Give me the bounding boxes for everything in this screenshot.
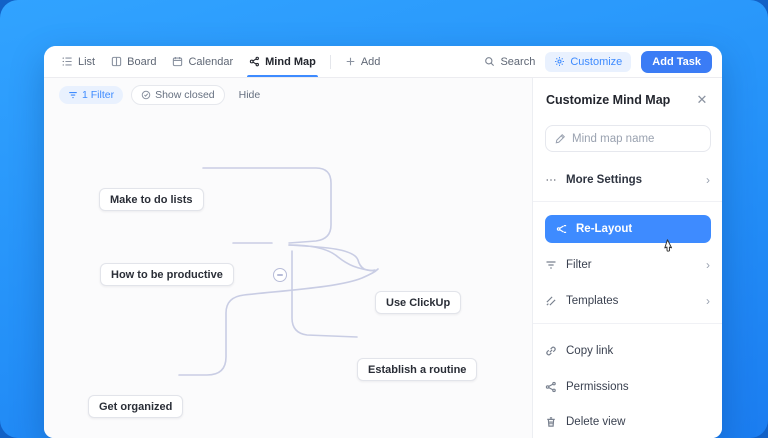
search-button[interactable]: Search [484,56,535,68]
hide-button[interactable]: Hide [238,89,261,101]
add-view-label: Add [360,55,381,68]
collapse-node-toggle[interactable] [273,268,287,282]
filter-item-label: Filter [566,259,592,271]
copy-link-item[interactable]: Copy link [545,342,710,360]
chevron-right-icon: › [706,294,710,308]
chevron-right-icon: › [706,173,710,187]
mind-map-name-field-wrap [545,125,711,152]
filter-icon [69,91,77,99]
link-icon [546,346,556,356]
list-icon [62,57,72,66]
mind-map-node[interactable]: Make to do lists [99,188,204,211]
board-icon [111,56,122,67]
chevron-right-icon: › [706,258,710,272]
delete-view-label: Delete view [566,416,626,428]
tab-board-label: Board [127,55,157,68]
relayout-icon [556,225,567,233]
tab-list-label: List [78,55,96,68]
mind-map-name-input[interactable] [572,132,701,145]
customize-label: Customize [570,55,623,68]
check-circle-icon [141,90,151,100]
share-icon [545,381,556,393]
relayout-button[interactable]: Re-Layout [545,215,711,243]
mindmap-icon [249,56,260,67]
filter-pill[interactable]: 1 Filter [59,86,124,104]
tab-board[interactable]: Board [103,46,164,77]
mind-map-canvas[interactable]: 1 Filter Show closed Hide Make to do lis… [44,78,532,438]
tab-mind-map[interactable]: Mind Map [241,46,324,77]
mind-map-node[interactable]: Establish a routine [357,358,478,381]
calendar-icon [173,57,183,67]
app-window: List Board Calendar Mind Map Add Search [44,46,722,438]
relayout-label: Re-Layout [576,223,633,235]
panel-title: Customize Mind Map [546,93,671,107]
delete-view-item[interactable]: Delete view [545,413,710,431]
mind-map-node[interactable]: Get organized [88,395,184,418]
tab-calendar[interactable]: Calendar [164,46,241,77]
permissions-label: Permissions [566,381,629,393]
divider [533,323,722,324]
mind-map-node[interactable]: Use ClickUp [375,291,462,314]
tab-calendar-label: Calendar [188,55,234,68]
tab-mind-map-label: Mind Map [265,55,316,68]
search-label: Search [500,55,536,68]
filter-bar: 1 Filter Show closed Hide [59,85,260,105]
customize-panel: Customize Mind Map ✕ More Settings › Re-… [532,78,722,438]
add-task-button[interactable]: Add Task [641,50,712,73]
pencil-icon [555,133,566,144]
customize-button[interactable]: Customize [545,51,632,72]
tab-separator [329,54,331,69]
view-toolbar: List Board Calendar Mind Map Add Search [44,46,722,78]
divider [533,201,722,202]
templates-item-label: Templates [566,295,619,307]
close-icon[interactable]: ✕ [696,92,708,107]
permissions-item[interactable]: Permissions [545,378,710,396]
more-settings-item[interactable]: More Settings › [545,171,710,189]
more-settings-label: More Settings [566,174,643,186]
search-icon [485,57,495,67]
mind-map-node[interactable]: How to be productive [100,263,234,286]
templates-icon [546,296,556,306]
templates-item[interactable]: Templates › [545,292,710,310]
more-dots-icon [546,179,556,181]
copy-link-label: Copy link [566,345,614,357]
show-closed-label: Show closed [155,89,215,101]
filter-pill-label: 1 Filter [82,89,115,101]
filter-item[interactable]: Filter › [545,256,710,274]
show-closed-pill[interactable]: Show closed [131,85,225,105]
toolbar-right-group: Search Customize Add Task [484,50,712,73]
filter-icon [546,261,556,269]
plus-icon [346,57,355,66]
gear-icon [555,57,565,66]
add-view-button[interactable]: Add [337,46,389,77]
trash-icon [547,417,555,427]
tab-list[interactable]: List [54,46,103,77]
